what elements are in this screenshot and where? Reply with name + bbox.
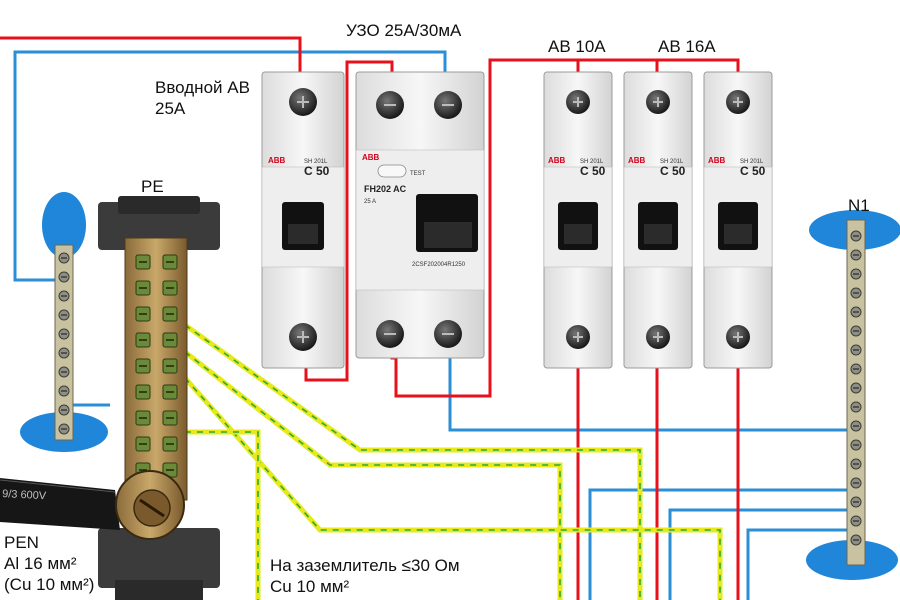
ground-label-line1: На заземлитель ≤30 Ом [270, 556, 460, 575]
earth-wire-c [183, 376, 723, 600]
bus-screws [850, 230, 862, 546]
cable-marking: 9/3 600V [2, 488, 47, 502]
rating-text: C 50 [660, 164, 686, 178]
rating-text: C 50 [580, 164, 606, 178]
ground-label: На заземлитель ≤30 Ом Cu 10 мм² [270, 555, 460, 597]
svg-text:C 50: C 50 [304, 164, 330, 178]
phase-wire-input [0, 36, 302, 80]
neutral-wire-rcd-out [448, 352, 848, 432]
main-breaker-label-line1: Вводной АВ [155, 78, 250, 97]
main-breaker-label-line2: 25А [155, 99, 186, 118]
brand-logo: ABB [548, 156, 566, 165]
phase-wire-main-to-rcd [304, 60, 394, 382]
svg-text:TEST: TEST [410, 171, 426, 177]
breaker-10a-label: АВ 10А [548, 37, 606, 56]
breaker-16a-label: АВ 16А [658, 37, 716, 56]
pen-label-line2: Al 16 мм² [4, 554, 77, 573]
svg-text:SH 201L: SH 201L [304, 159, 328, 165]
neutral-wire-10 [588, 488, 848, 600]
bus-screws [58, 252, 70, 435]
main-breaker-label: Вводной АВ 25А [155, 77, 250, 119]
neutral-wire-3 [746, 528, 848, 600]
n1-bus-label: N1 [848, 196, 870, 215]
model-text: SH 201L [580, 159, 604, 165]
main-breaker: ABB SH 201L C 50 [261, 71, 345, 369]
svg-text:ABB: ABB [268, 156, 286, 165]
earth-wire-a [183, 322, 643, 600]
pen-label-line1: PEN [4, 533, 39, 552]
neutral-wires [13, 50, 848, 600]
bus-insulator-top [42, 192, 86, 258]
neutral-wire-16 [668, 508, 848, 600]
rcd-device: ABB TEST FH202 AC 25 A 2CSF202004R1250 [355, 71, 485, 359]
pen-label: PEN Al 16 мм² (Cu 10 мм²) [4, 532, 94, 595]
phase-wires [0, 36, 740, 600]
pe-bar [124, 237, 188, 501]
pe-insulator-bottom [98, 528, 220, 588]
left-neutral-bus [20, 192, 108, 452]
test-button [377, 164, 407, 178]
n1-neutral-bus [806, 210, 900, 580]
ground-label-line2: Cu 10 мм² [270, 577, 350, 596]
pen-cable: 9/3 600V [0, 470, 185, 540]
brand-logo: ABB [708, 156, 726, 165]
svg-text:25 A: 25 A [364, 199, 376, 205]
svg-text:ABB: ABB [362, 153, 380, 162]
pen-label-line3: (Cu 10 мм²) [4, 575, 95, 594]
rcd-label: УЗО 25А/30мА [346, 21, 462, 40]
rating-text: C 50 [740, 164, 766, 178]
earth-wires [183, 322, 723, 600]
model-text: SH 201L [660, 159, 684, 165]
svg-text:2CSF202004R1250: 2CSF202004R1250 [412, 262, 466, 268]
earth-wire-ground [185, 429, 261, 600]
brand-logo: ABB [628, 156, 646, 165]
neutral-wire-main [13, 50, 447, 282]
svg-text:FH202 AC: FH202 AC [364, 184, 407, 194]
pe-bus [98, 196, 220, 600]
pe-bus-label: PE [141, 177, 164, 196]
model-text: SH 201L [740, 159, 764, 165]
